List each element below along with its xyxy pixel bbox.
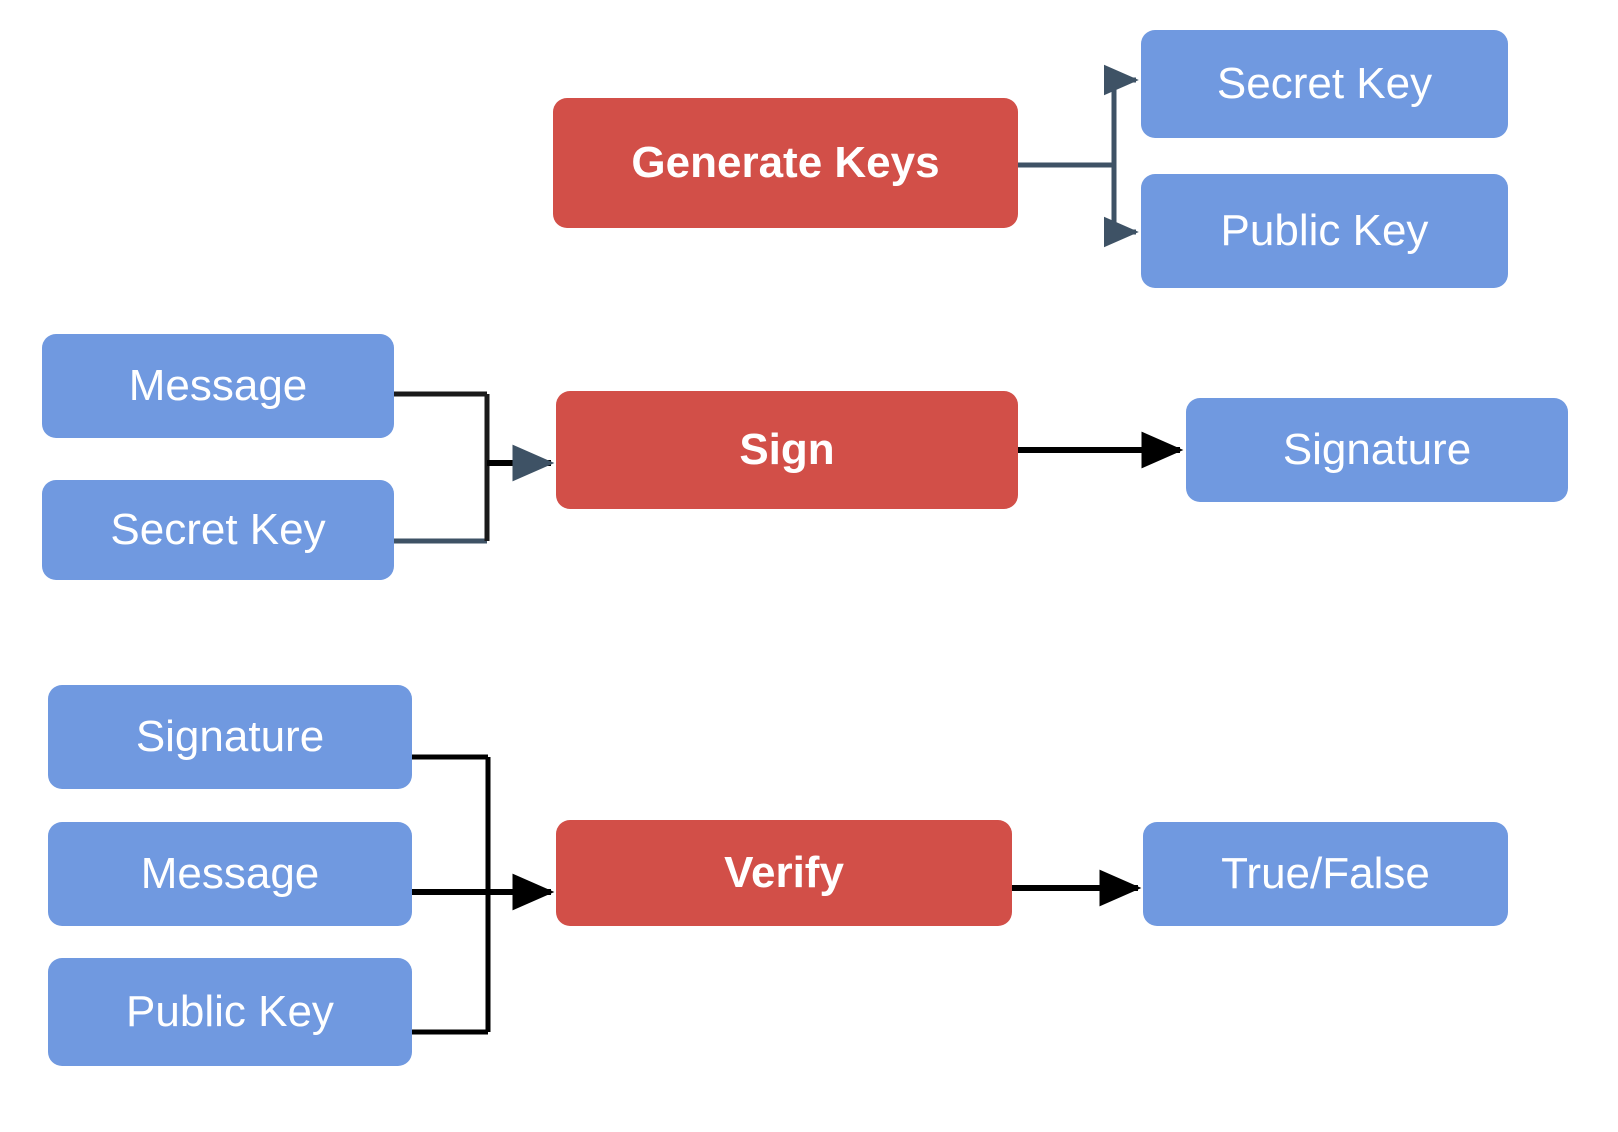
node-generate-keys[interactable]: Generate Keys bbox=[553, 98, 1018, 228]
node-sign-input-message[interactable]: Message bbox=[42, 334, 394, 438]
node-sign-operation[interactable]: Sign bbox=[556, 391, 1018, 509]
node-sign-input-secret-key[interactable]: Secret Key bbox=[42, 480, 394, 580]
node-public-key-output[interactable]: Public Key bbox=[1141, 174, 1508, 288]
node-secret-key-output[interactable]: Secret Key bbox=[1141, 30, 1508, 138]
node-signature-output[interactable]: Signature bbox=[1186, 398, 1568, 502]
edge-verify-inputs bbox=[412, 754, 555, 1035]
node-verify-input-public-key[interactable]: Public Key bbox=[48, 958, 412, 1066]
node-verify-input-signature[interactable]: Signature bbox=[48, 685, 412, 789]
edge-sign-inputs bbox=[394, 391, 555, 544]
node-true-false-output[interactable]: True/False bbox=[1143, 822, 1508, 926]
node-verify-operation[interactable]: Verify bbox=[556, 820, 1012, 926]
node-verify-input-message[interactable]: Message bbox=[48, 822, 412, 926]
edge-generate-keys-branch bbox=[1018, 64, 1139, 248]
